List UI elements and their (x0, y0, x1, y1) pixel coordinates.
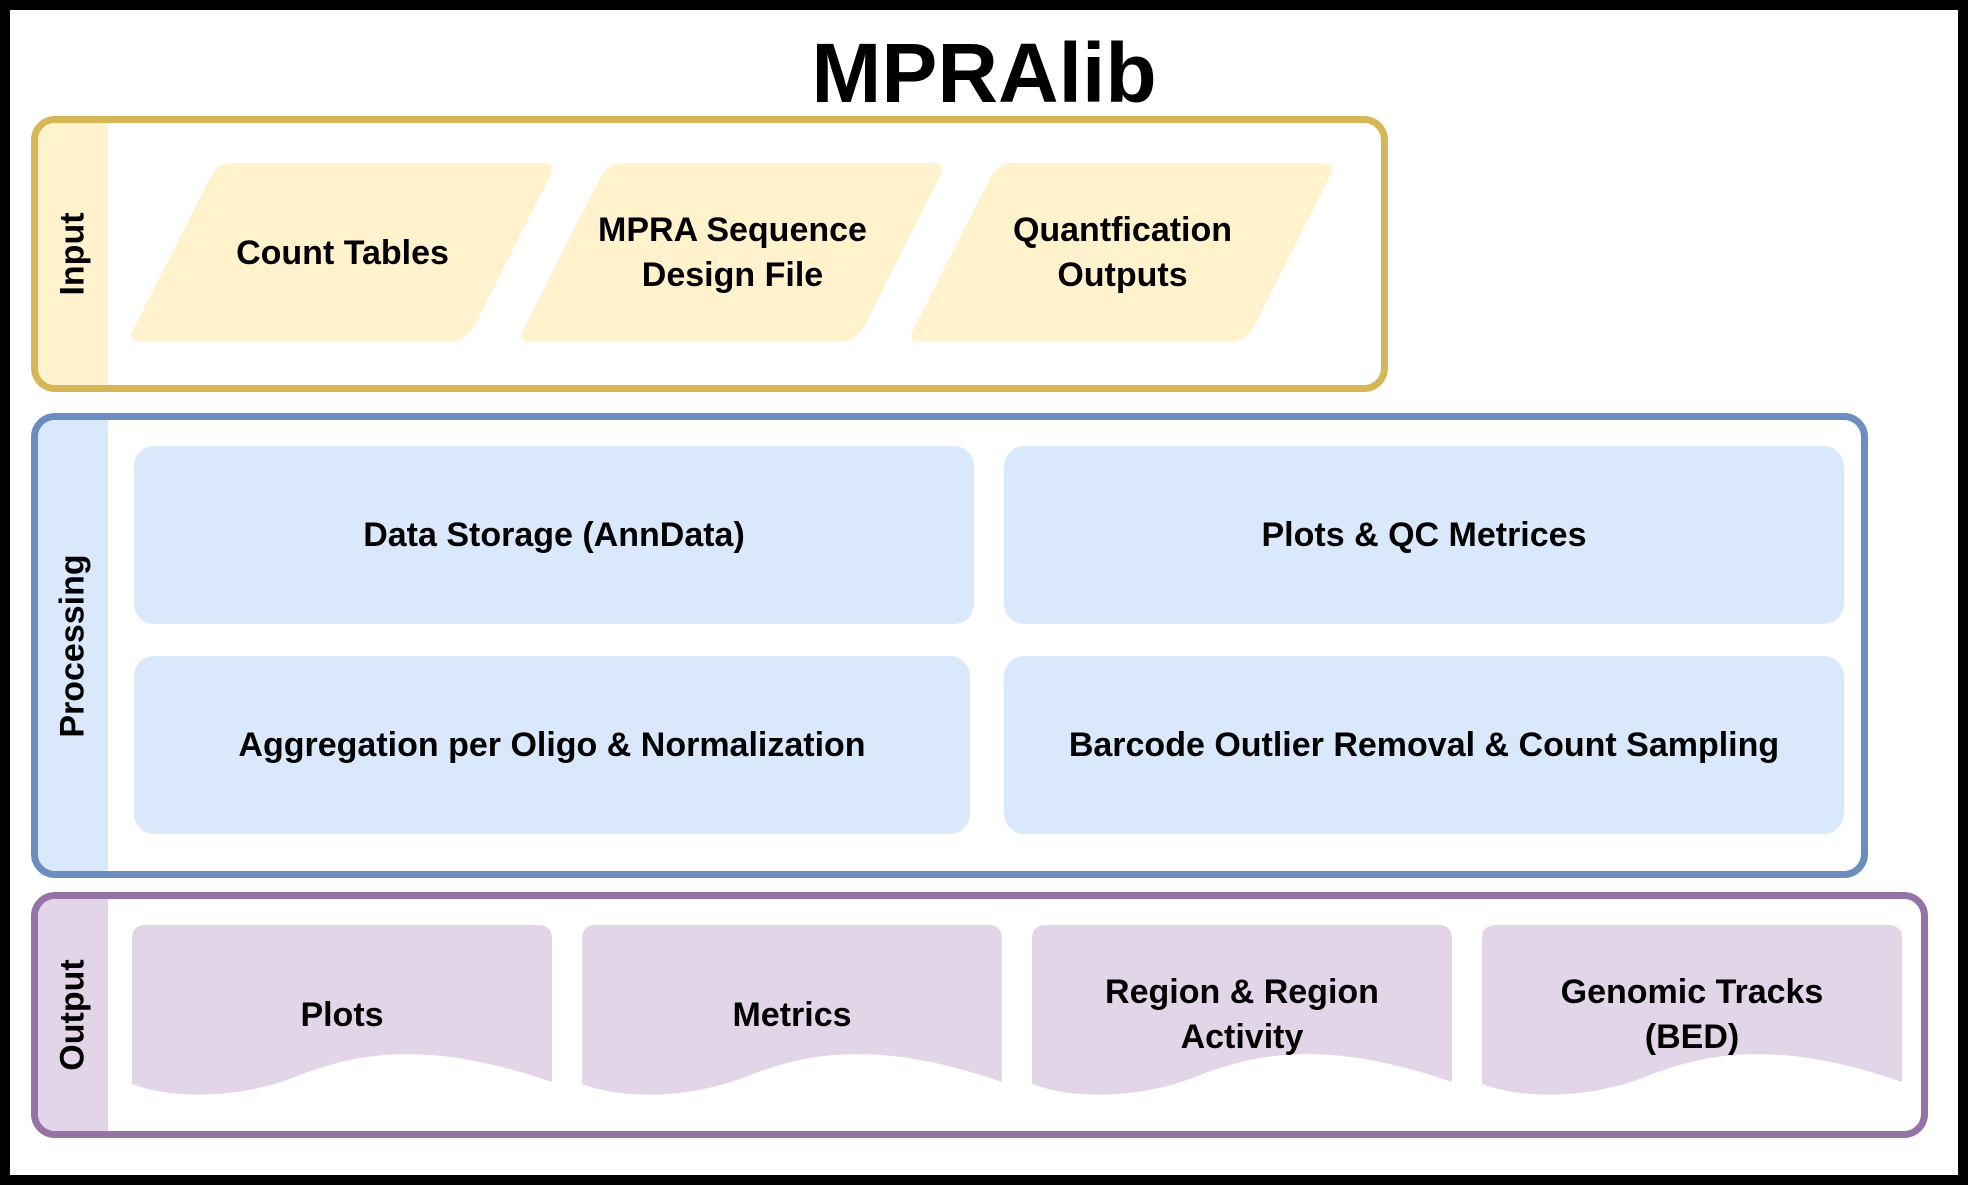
input-group-strip: Input (38, 123, 108, 385)
output-shape-metrics (582, 925, 1002, 1095)
input-item-count-tables: Count Tables (236, 233, 449, 272)
input-shape-design-file (521, 163, 942, 342)
output-shape-genomic-tracks (1482, 925, 1902, 1095)
output-item-region-activity: Region & Region Activity (1105, 973, 1379, 1056)
processing-group-strip: Processing (38, 420, 108, 871)
output-item-genomic-tracks: Genomic Tracks (BED) (1560, 973, 1824, 1056)
output-group-strip: Output (38, 899, 108, 1131)
output-shape-plots (132, 925, 552, 1095)
processing-item-barcode-outlier: Barcode Outlier Removal & Count Sampling (1004, 656, 1844, 834)
output-item-metrics: Metrics (732, 995, 852, 1034)
processing-item-data-storage: Data Storage (AnnData) (134, 446, 974, 624)
processing-item-plots-qc: Plots & QC Metrices (1004, 446, 1844, 624)
output-item-plots: Plots (300, 995, 384, 1034)
output-shape-region-activity (1032, 925, 1452, 1095)
input-shape-quantification (911, 163, 1332, 342)
input-shape-count-tables (131, 163, 552, 342)
input-item-quantification: Quantfication Outputs (1012, 211, 1233, 294)
diagram-title: MPRAlib (811, 26, 1157, 120)
processing-item-aggregation: Aggregation per Oligo & Normalization (134, 656, 970, 834)
input-item-design-file: MPRA Sequence Design File (598, 211, 867, 294)
